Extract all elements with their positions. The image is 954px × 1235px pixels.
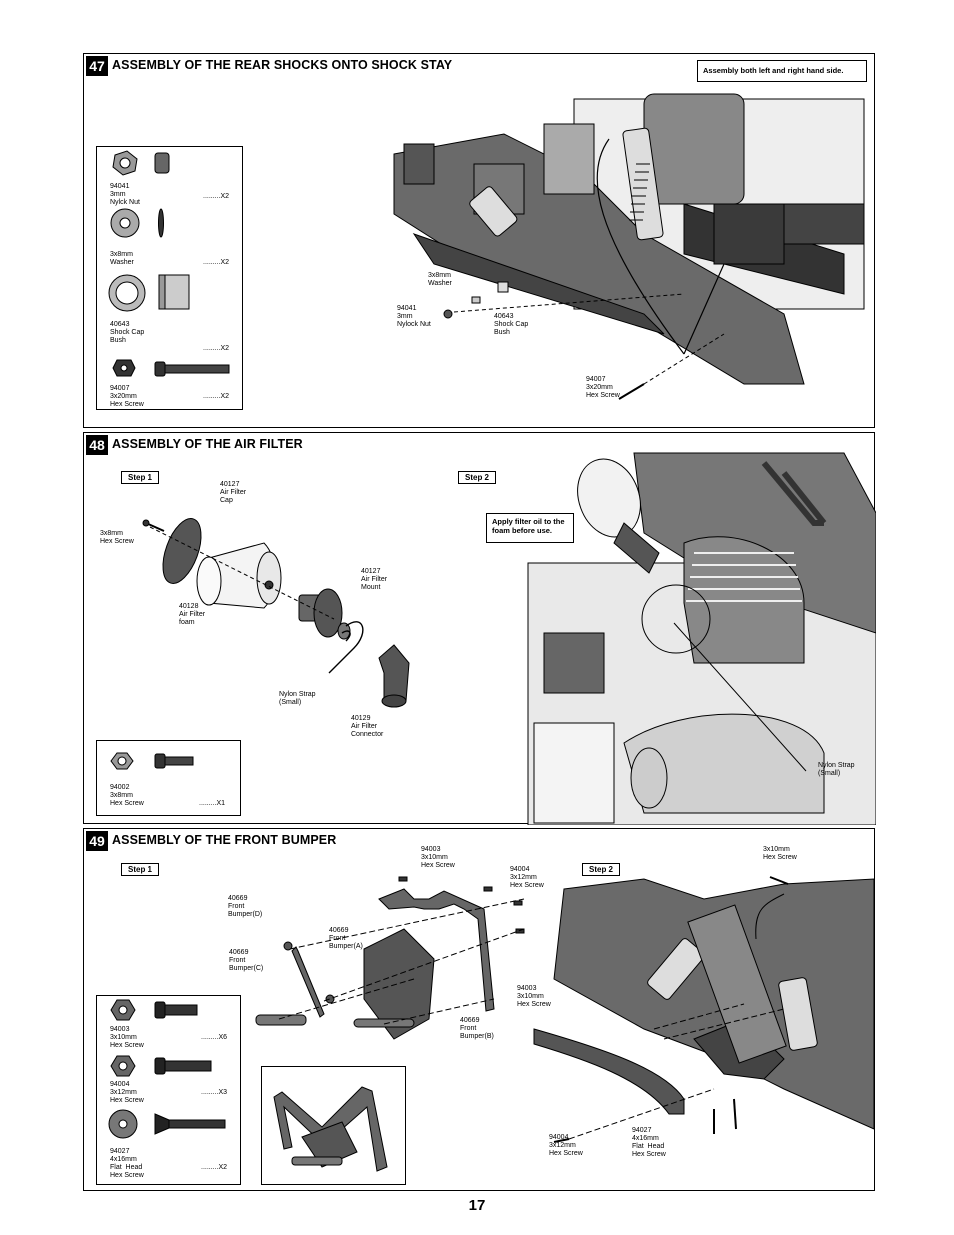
part-qty: .........X6	[201, 1034, 228, 1041]
part-label: 94007 3x20mm Hex Screw	[110, 385, 144, 408]
part-label: 40643 Shock Cap Bush	[110, 321, 145, 344]
part-label: 94002 3x8mm Hex Screw	[110, 784, 144, 807]
callout-screw: 3x8mm Hex Screw	[100, 530, 134, 545]
air-filter-illustration	[142, 452, 876, 825]
callout-nut: 94041 3mm Nylock Nut	[397, 305, 431, 328]
step-2-label: Step 2	[458, 471, 497, 484]
parts-illustrations	[110, 752, 194, 770]
callout-bumper-c: 40669 Front Bumper(C)	[229, 949, 264, 972]
nut-icon	[112, 150, 170, 176]
assembly-note: Assembly both left and right hand side.	[697, 60, 867, 82]
part-label: 94003 3x10mm Hex Screw	[110, 1026, 144, 1049]
part-qty: .........X2	[203, 393, 230, 400]
callout-connector: 40129 Air Filter Connector	[351, 715, 384, 738]
callout-screw-3x10-b: 94003 3x10mm Hex Screw	[517, 985, 551, 1008]
part-qty: .........X1	[199, 800, 226, 807]
part-label: 3x8mm Washer	[110, 251, 134, 266]
assembled-bumper-illustration	[273, 1086, 388, 1172]
step-number: 48	[86, 435, 108, 455]
filter-oil-note: Apply filter oil to the foam before use.	[486, 513, 574, 543]
washer-icon	[110, 208, 164, 238]
rear-suspension-illustration	[393, 93, 865, 400]
step-number: 49	[86, 831, 108, 851]
step-2-label: Step 2	[582, 863, 621, 876]
assembled-bumper-box	[261, 1066, 406, 1185]
section-47: 47 ASSEMBLY OF THE REAR SHOCKS ONTO SHOC…	[83, 53, 875, 428]
parts-illustrations	[108, 150, 230, 377]
section-title: ASSEMBLY OF THE FRONT BUMPER	[112, 833, 337, 847]
parts-illustrations	[108, 999, 226, 1139]
callout-screw-3x10: 94003 3x10mm Hex Screw	[421, 846, 455, 869]
parts-box: 94041 3mm Nylck Nut .........X2 3x8mm Wa…	[96, 146, 243, 410]
part-qty: .........X2	[203, 345, 230, 352]
step-number: 47	[86, 56, 108, 76]
callout-bumper-d: 40669 Front Bumper(D)	[228, 895, 263, 918]
shock-absorber	[469, 127, 664, 241]
part-label: 94041 3mm Nylck Nut	[110, 183, 140, 206]
callout-screw-3x12-b: 94004 3x12mm Hex Screw	[549, 1134, 583, 1157]
screw-icon	[112, 359, 230, 377]
part-label: 94004 3x12mm Hex Screw	[110, 1081, 144, 1104]
callout-washer: 3x8mm Washer	[428, 272, 452, 287]
callout-cap: 40127 Air Filter Cap	[220, 481, 247, 504]
step-1-label: Step 1	[121, 471, 160, 484]
part-qty: .........X2	[201, 1164, 228, 1171]
section-title: ASSEMBLY OF THE AIR FILTER	[112, 437, 303, 451]
callout-mount: 40127 Air Filter Mount	[361, 568, 388, 591]
parts-box: 94003 3x10mm Hex Screw .........X6 94004…	[96, 995, 241, 1185]
section-49: 49 ASSEMBLY OF THE FRONT BUMPER Step 1 S…	[83, 828, 875, 1191]
callout-strap-step2: Nylon Strap (Small)	[818, 762, 855, 777]
callout-screw: 94007 3x20mm Hex Screw	[586, 376, 620, 399]
step-1-label: Step 1	[121, 863, 160, 876]
callout-screw-3x10-c: 3x10mm Hex Screw	[763, 846, 797, 861]
callout-strap: Nylon Strap (Small)	[279, 691, 316, 706]
front-bumper-illustration	[255, 876, 875, 1143]
part-qty: .........X3	[201, 1089, 228, 1096]
section-title: ASSEMBLY OF THE REAR SHOCKS ONTO SHOCK S…	[112, 58, 453, 72]
callout-foam: 40128 Air Filter foam	[179, 603, 206, 626]
callout-bumper-b: 40669 Front Bumper(B)	[460, 1017, 494, 1040]
part-qty: .........X2	[203, 259, 230, 266]
page-number: 17	[468, 1197, 486, 1214]
callout-screw-3x12: 94004 3x12mm Hex Screw	[510, 866, 544, 889]
part-qty: .........X2	[203, 193, 230, 200]
parts-box: 94002 3x8mm Hex Screw .........X1	[96, 740, 241, 816]
callout-flat-head-screw: 94027 4x16mm Flat Head Hex Screw	[632, 1127, 666, 1158]
callout-bush: 40643 Shock Cap Bush	[494, 313, 529, 336]
part-label: 94027 4x16mm Flat Head Hex Screw	[110, 1148, 144, 1179]
section-48: 48 ASSEMBLY OF THE AIR FILTER Step 1 Ste…	[83, 432, 876, 825]
callout-bumper-a: 40669 Front Bumper(A)	[329, 927, 363, 950]
bush-icon	[108, 274, 190, 312]
